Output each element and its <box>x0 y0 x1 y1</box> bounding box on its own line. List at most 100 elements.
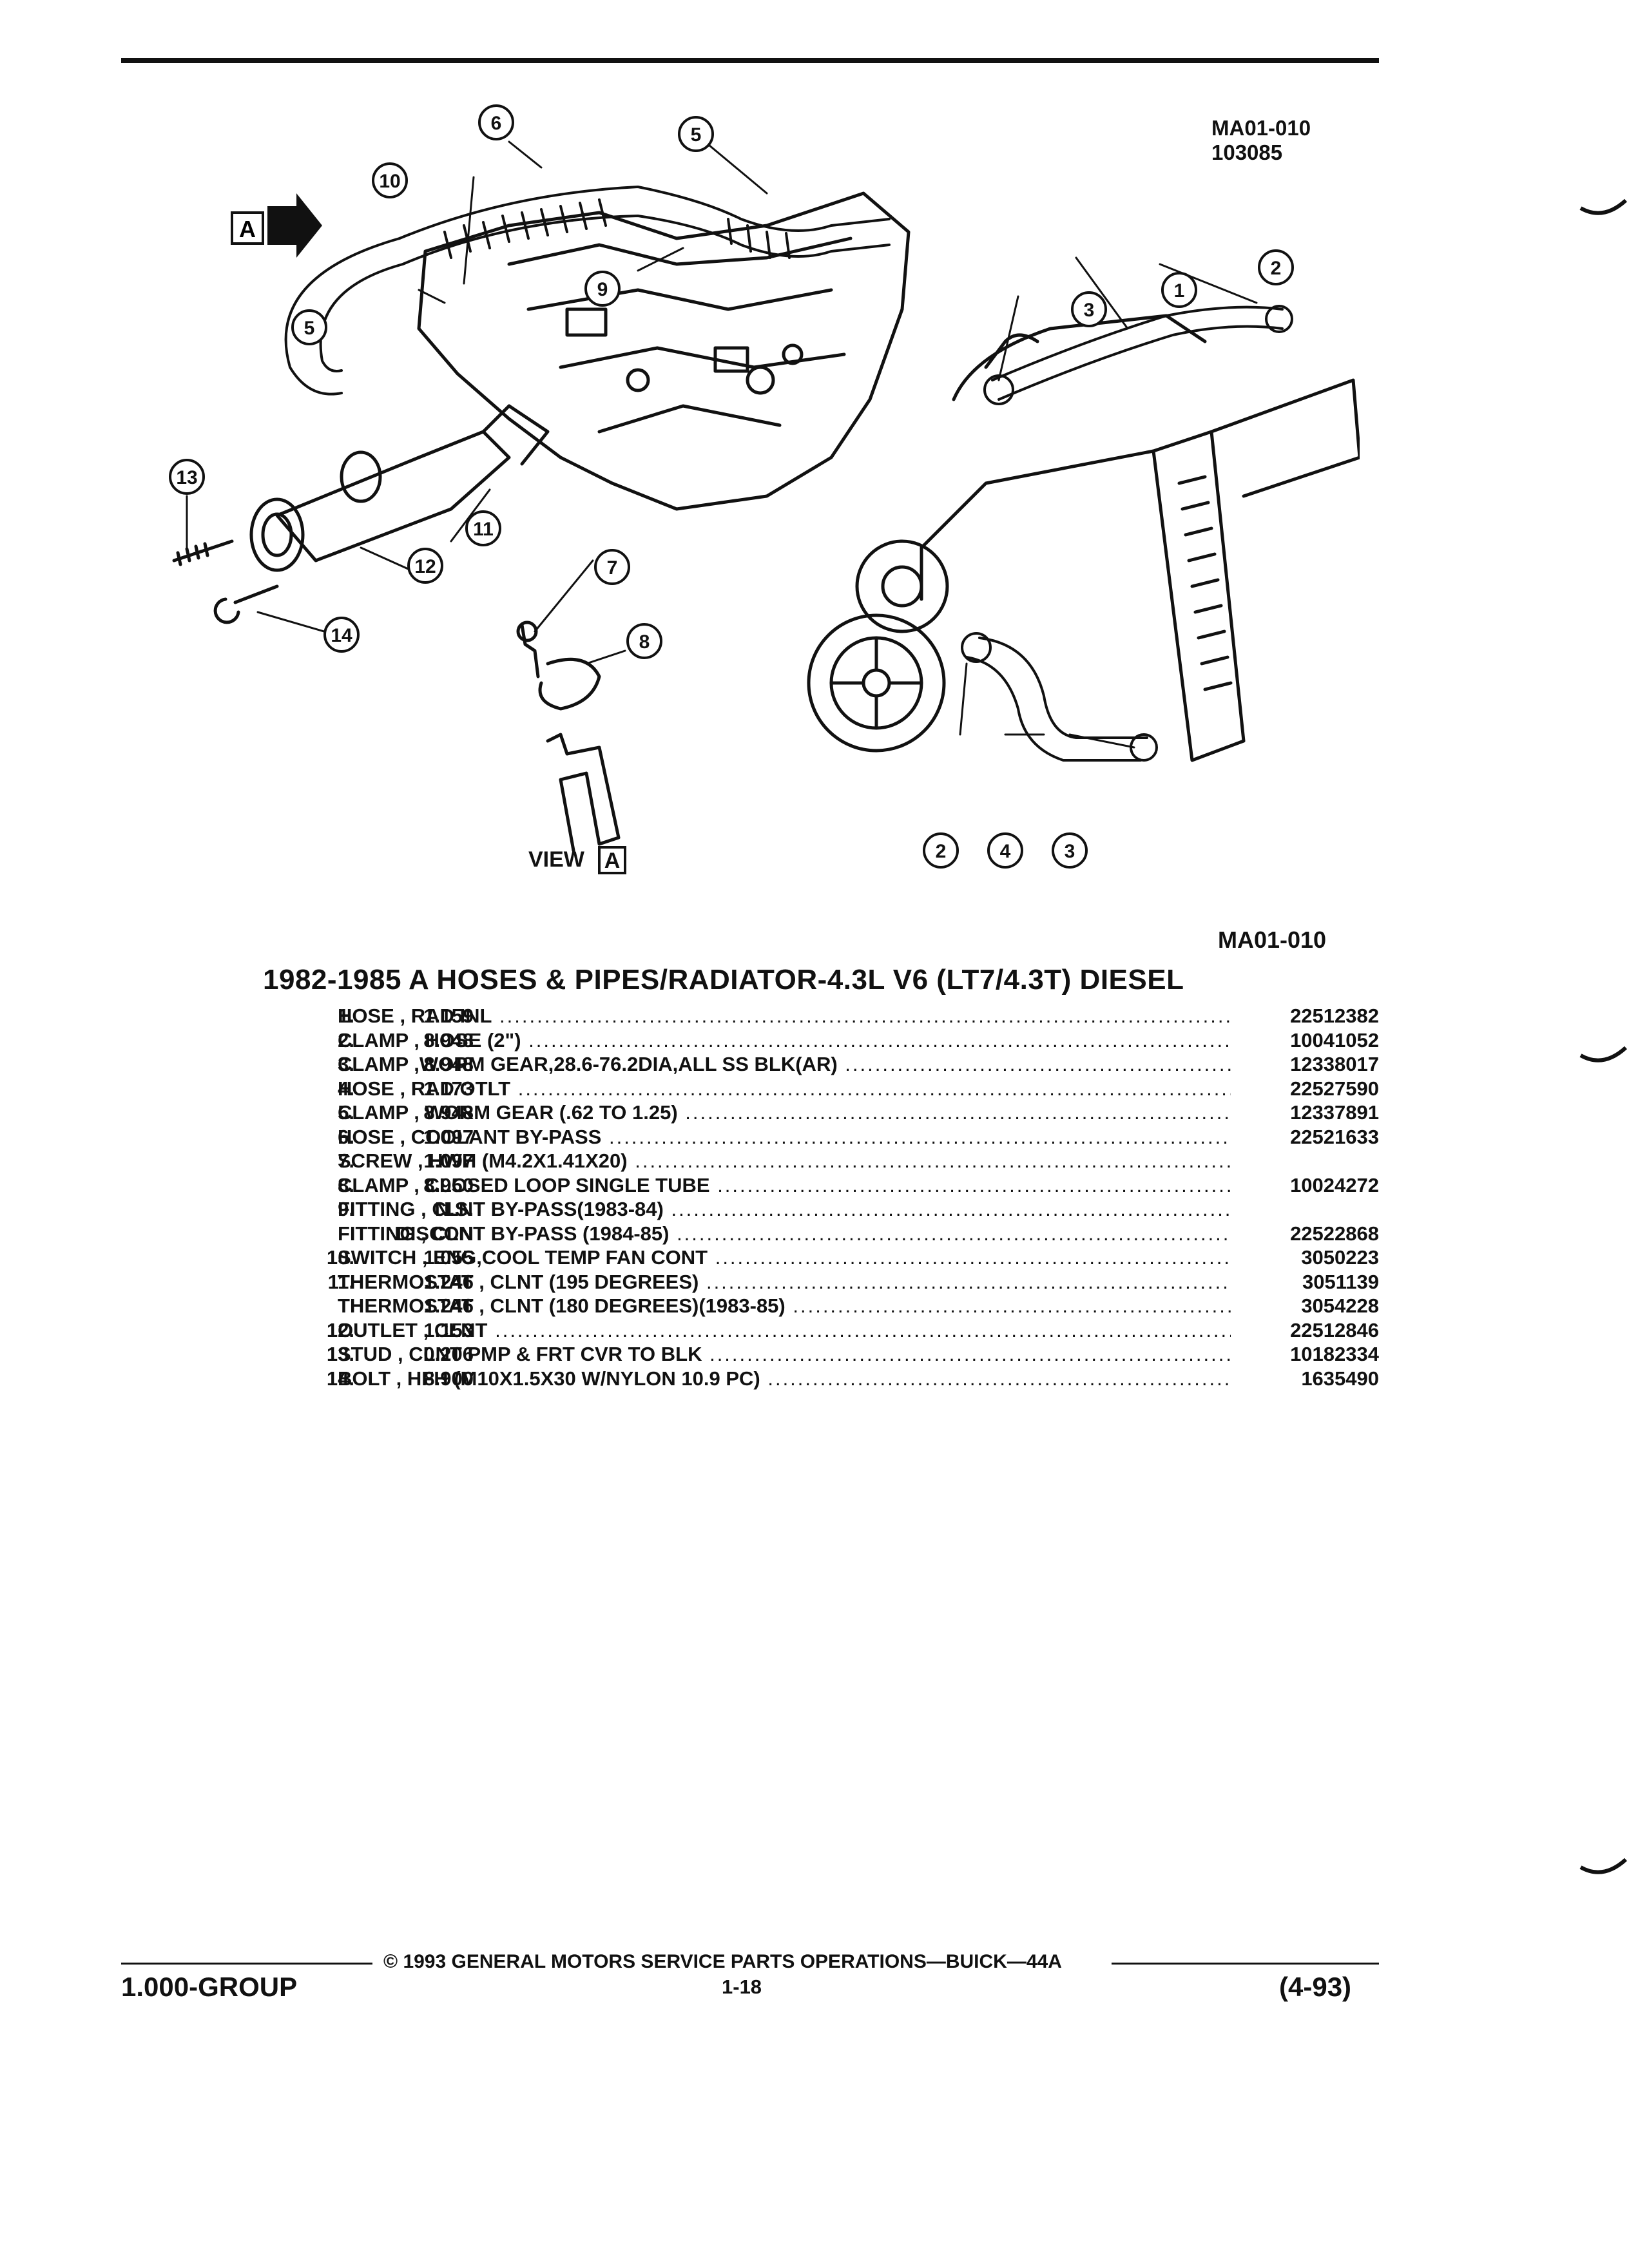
callout-11: 11 <box>465 510 501 546</box>
part-number: 3050223 <box>1301 1246 1379 1269</box>
svg-text:10: 10 <box>379 171 400 192</box>
svg-text:8: 8 <box>639 631 650 653</box>
part-description: CLAMP ,WORM GEAR,28.6-76.2DIA,ALL SS BLK… <box>338 1052 1231 1077</box>
view-label: VIEW <box>528 847 585 872</box>
binding-mark <box>1579 198 1628 215</box>
part-number: 3051139 <box>1302 1270 1379 1293</box>
exploded-parts-illustration: A 1 2 2 3 3 4 5 5 6 7 8 9 10 11 12 13 14… <box>169 104 1360 874</box>
part-description: CLAMP , CLOSED LOOP SINGLE TUBE <box>338 1173 1231 1198</box>
section-title: 1982-1985 A HOSES & PIPES/RADIATOR-4.3L … <box>263 964 1184 995</box>
part-description: SCREW , HWH (M4.2X1.41X20) <box>338 1149 1231 1173</box>
part-description: HOSE , RAD OTLT <box>338 1077 1231 1101</box>
callout-1: 1 <box>1161 272 1197 308</box>
bolt-drawing <box>213 584 279 624</box>
callout-5-right: 5 <box>678 116 714 152</box>
callout-2-bottom: 2 <box>923 832 959 869</box>
part-description: HOSE , COOLANT BY-PASS <box>338 1125 1231 1149</box>
svg-text:12: 12 <box>414 556 436 577</box>
part-description: THERMOSTAT , CLNT (195 DEGREES) <box>338 1270 1231 1294</box>
callout-7: 7 <box>594 549 630 585</box>
binding-mark <box>1579 1858 1628 1874</box>
part-number: 12338017 <box>1290 1053 1379 1075</box>
svg-text:3: 3 <box>1065 841 1075 862</box>
part-description: CLAMP , WORM GEAR (.62 TO 1.25) <box>338 1100 1231 1125</box>
part-number: 22522868 <box>1290 1222 1379 1245</box>
part-description: STUD , CLNT PMP & FRT CVR TO BLK <box>338 1342 1231 1367</box>
callout-3-bottom: 3 <box>1052 832 1088 869</box>
svg-text:14: 14 <box>331 625 352 646</box>
svg-text:3: 3 <box>1084 300 1095 321</box>
callout-12: 12 <box>407 548 443 584</box>
rad-outlet-hose-drawing <box>961 632 1158 762</box>
part-description: FITTING , CLNT BY-PASS(1983-84) <box>338 1197 1231 1222</box>
part-number: 22527590 <box>1290 1077 1379 1100</box>
page-number: 1-18 <box>722 1975 762 1998</box>
part-number: 12337891 <box>1290 1101 1379 1124</box>
callout-4: 4 <box>987 832 1023 869</box>
rad-inlet-hose-drawing <box>983 305 1293 405</box>
callout-9: 9 <box>584 271 621 307</box>
svg-text:13: 13 <box>176 467 197 488</box>
group-label: 1.000-GROUP <box>121 1972 298 2002</box>
svg-text:5: 5 <box>691 124 702 146</box>
callout-6: 6 <box>478 104 514 140</box>
part-number: 10024272 <box>1290 1173 1379 1196</box>
svg-text:5: 5 <box>304 318 315 339</box>
callout-3-top: 3 <box>1071 291 1107 327</box>
callout-2-top: 2 <box>1258 249 1294 285</box>
footer-rule-right <box>1112 1963 1379 1965</box>
svg-text:9: 9 <box>597 279 608 300</box>
part-number: 10182334 <box>1290 1343 1379 1365</box>
svg-text:6: 6 <box>491 113 502 134</box>
view-letter: A <box>604 849 621 873</box>
part-number: 22512382 <box>1290 1004 1379 1027</box>
top-rule <box>121 58 1379 63</box>
binding-mark <box>1579 1046 1628 1062</box>
part-description: CLAMP , HOSE (2") <box>338 1028 1231 1053</box>
svg-text:2: 2 <box>936 841 947 862</box>
radiator-drawing <box>920 314 1360 762</box>
part-description: OUTLET , CLNT <box>338 1318 1231 1343</box>
stud-drawing <box>172 539 234 566</box>
view-a-arrow-letter: A <box>239 216 256 242</box>
svg-text:4: 4 <box>1000 841 1011 862</box>
part-description: FITTING , CLNT BY-PASS (1984-85) <box>338 1222 1231 1246</box>
copyright-notice: © 1993 GENERAL MOTORS SERVICE PARTS OPER… <box>383 1951 1062 1972</box>
svg-text:7: 7 <box>607 557 618 579</box>
view-a-arrow: A <box>231 193 322 258</box>
revision-date: (4-93) <box>1279 1972 1352 2002</box>
figure-caption-code: MA01-010 <box>1218 927 1327 953</box>
view-a-detail-drawing <box>516 620 621 852</box>
thermostat-outlet-drawing <box>249 404 550 572</box>
part-number: 22512846 <box>1290 1318 1379 1341</box>
figure-ref-code: MA01-010 <box>1211 116 1311 140</box>
part-description: THERMOSTAT , CLNT (180 DEGREES)(1983-85) <box>338 1294 1231 1318</box>
figure-reference: MA01-010 103085 <box>1211 116 1311 165</box>
figure-ref-number: 103085 <box>1211 140 1283 164</box>
part-description: HOSE , RAD INL <box>338 1004 1231 1028</box>
part-number: 1635490 <box>1301 1367 1379 1390</box>
callout-8: 8 <box>626 623 662 659</box>
part-description: BOLT , HFH (M10X1.5X30 W/NYLON 10.9 PC) <box>338 1367 1231 1391</box>
callout-5-left: 5 <box>291 309 327 345</box>
part-description: SWITCH , ENG,COOL TEMP FAN CONT <box>338 1245 1231 1270</box>
part-number: 22521633 <box>1290 1125 1379 1148</box>
part-number: 10041052 <box>1290 1028 1379 1052</box>
engine-block-drawing <box>417 191 911 511</box>
svg-text:11: 11 <box>473 519 494 540</box>
